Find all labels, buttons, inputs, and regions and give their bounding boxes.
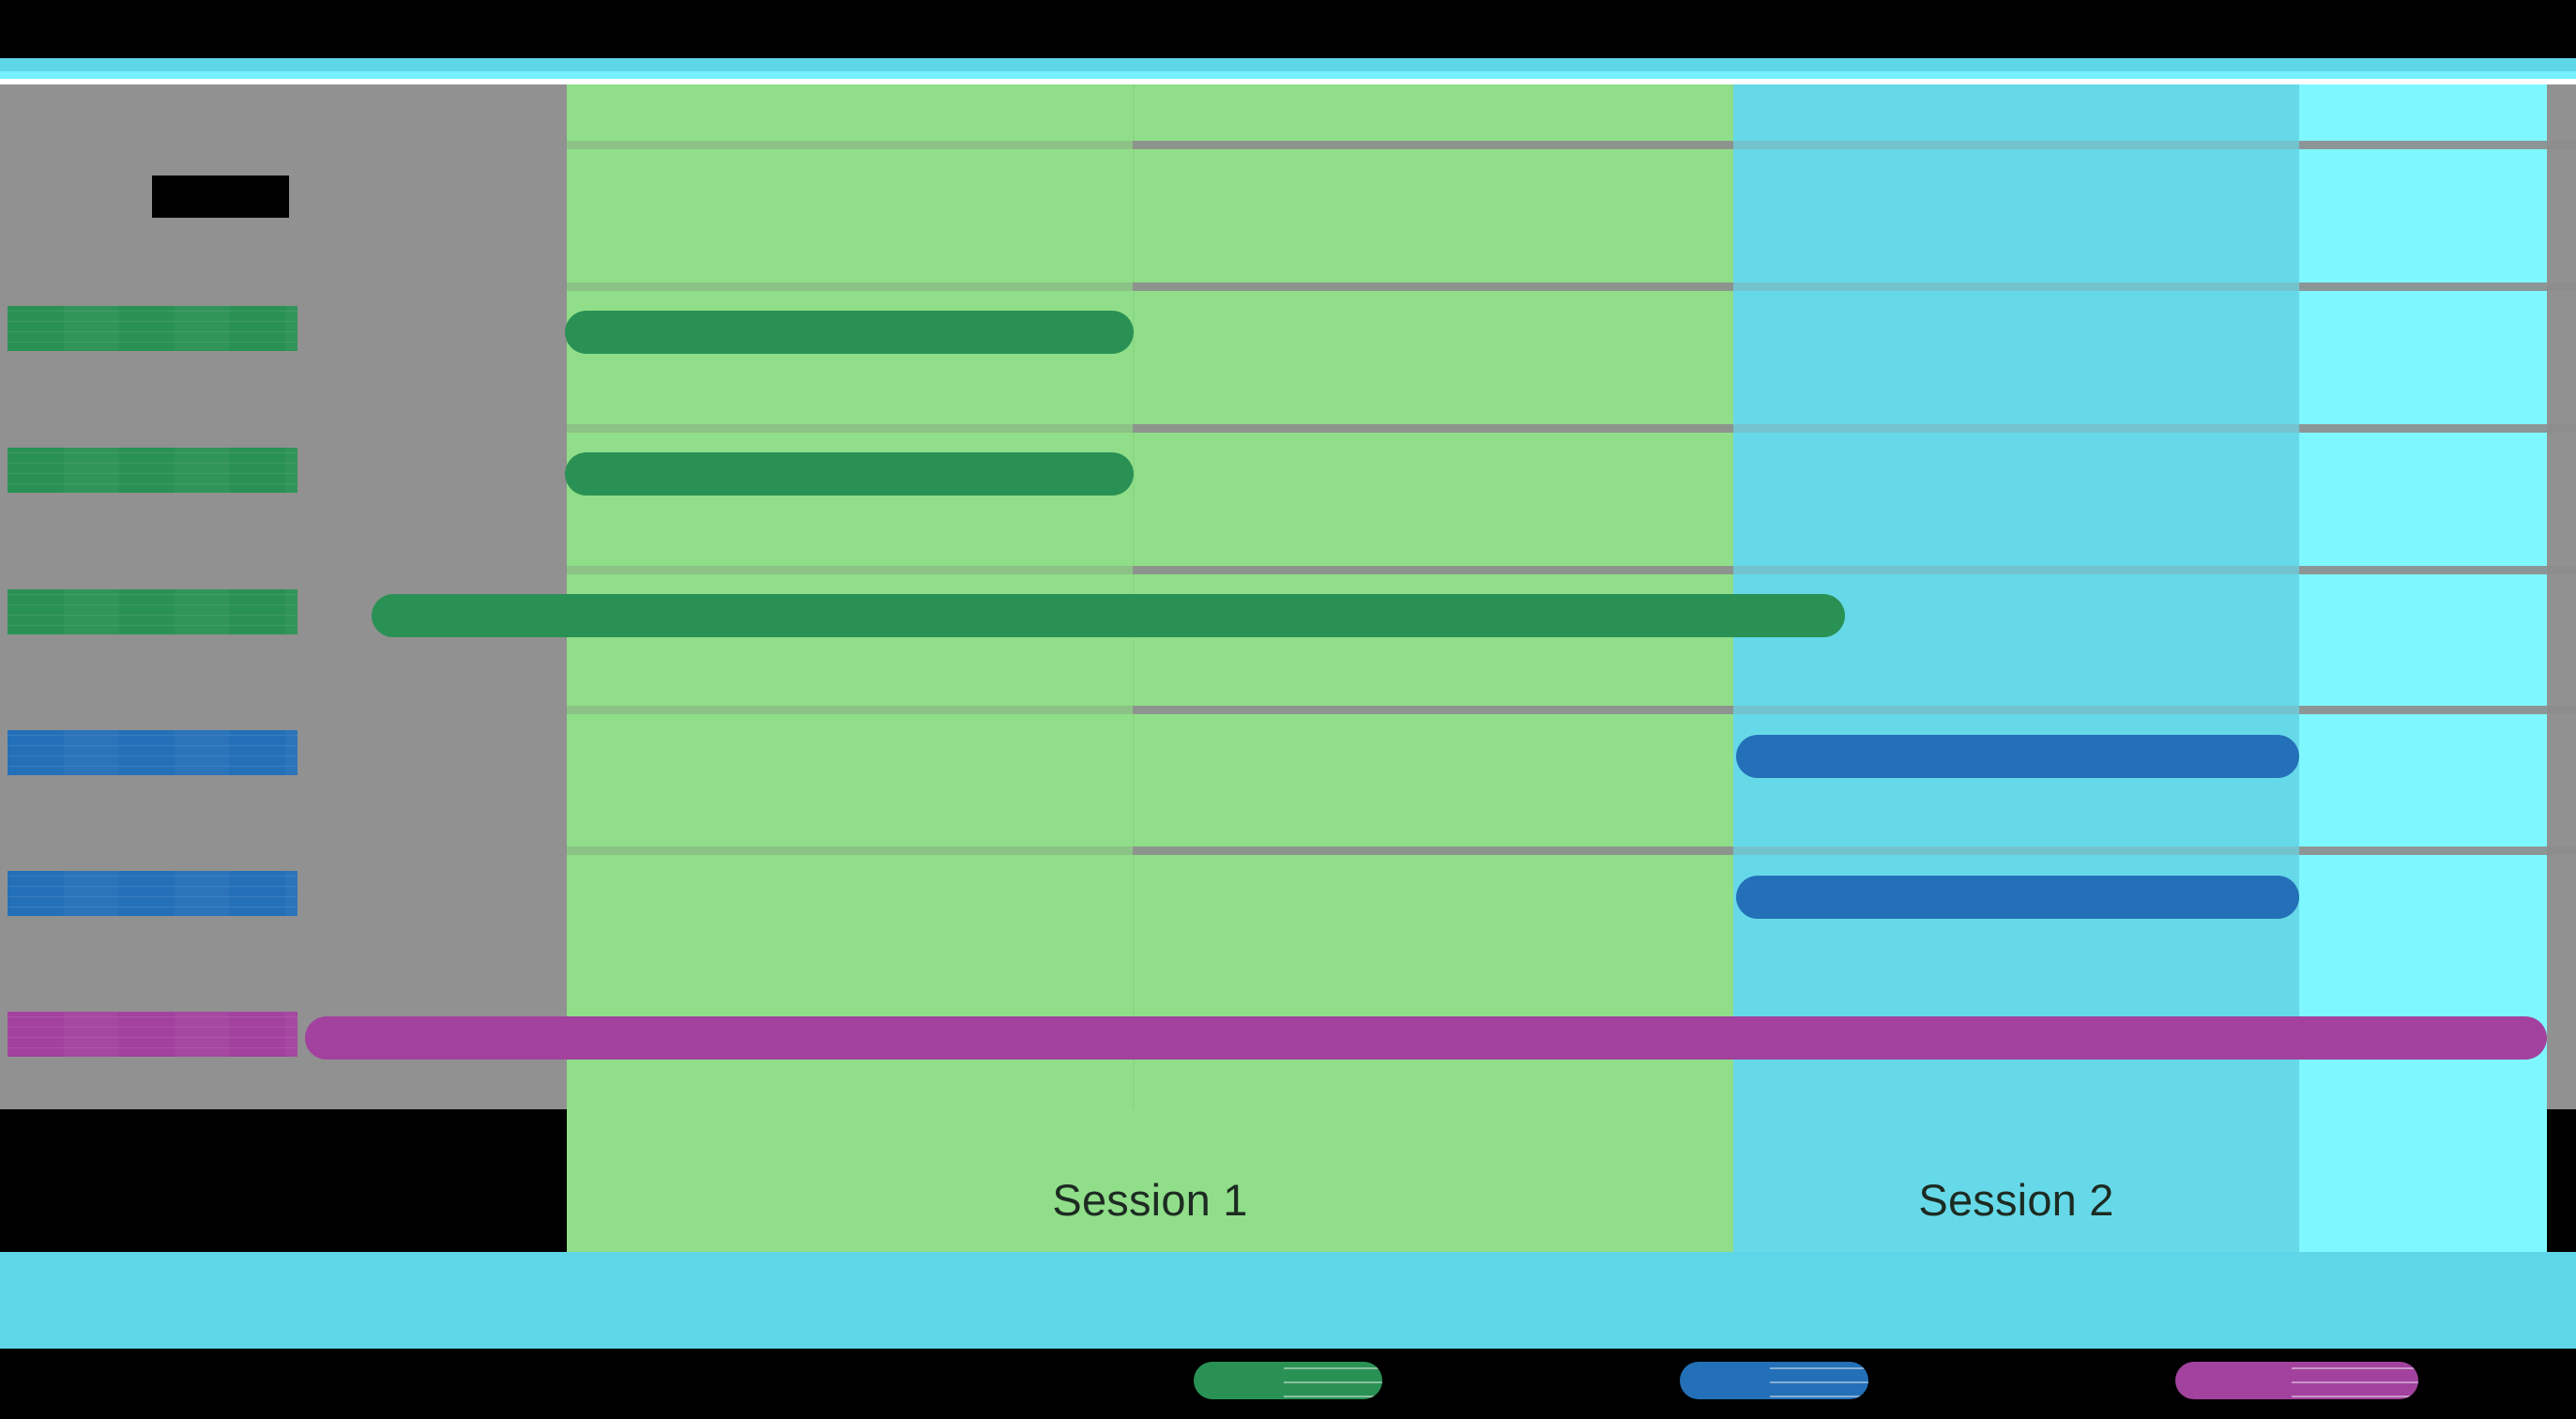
gridline-row-2-d [2299,424,2576,433]
gridline-row-2-a [567,424,1133,433]
gridline-row-5-a [567,847,1133,855]
gridline-row-3-c [1733,566,2299,574]
gridline-row-3-d [2299,566,2576,574]
legend-swatch-series-2[interactable] [1680,1362,1868,1399]
top-rule-cyan [0,58,2576,71]
session-band-1: Session 1 [567,84,1733,1252]
gridline-row-4-d [2299,706,2576,714]
session-band-2: Session 2 [1733,84,2299,1252]
y-axis-label-row-4-redacted [8,871,297,916]
gridline-row-0-b [1133,141,1733,149]
gridline-row-0-c [1733,141,2299,149]
session-band-2-label: Session 2 [1918,1175,2114,1225]
gridline-row-4-b [1133,706,1733,714]
session-band-1-label: Session 1 [1052,1175,1248,1225]
bar-row-1[interactable] [565,452,1134,496]
gridline-row-1-d [2299,282,2576,291]
y-axis-label-row-5-redacted [8,1012,297,1057]
gridline-row-1-c [1733,282,2299,291]
top-letterbox-bar [0,0,2576,58]
chart-canvas: Session 1 Session 2 [0,58,2576,1349]
right-gutter [2547,84,2576,1109]
gridline-row-5-b [1133,847,1733,855]
bar-row-3[interactable] [1736,735,2299,778]
legend-swatch-series-3[interactable] [2175,1362,2418,1399]
bar-row-0[interactable] [565,311,1134,354]
gridline-row-5-d [2299,847,2576,855]
top-rule-white [0,79,2576,84]
legend-swatch-series-1[interactable] [1194,1362,1382,1399]
gridline-row-5-c [1733,847,2299,855]
bar-row-2[interactable] [372,594,1845,637]
y-axis-label-row-3-redacted [8,730,297,775]
session-band-3 [2299,84,2547,1252]
y-axis-label-row-0-redacted [8,306,297,351]
gridline-row-1-a [567,282,1133,291]
gridline-row-4-a [567,706,1133,714]
bar-row-5[interactable] [305,1016,2547,1060]
gridline-row-0-a [567,141,1133,149]
y-axis-label-row-1-redacted [8,448,297,493]
chart-title-redacted [152,175,289,218]
footer-cyan-band [0,1252,2576,1349]
gridline-row-2-c [1733,424,2299,433]
y-axis-label-row-2-redacted [8,589,297,634]
gridline-row-3-a [567,566,1133,574]
gridline-row-4-c [1733,706,2299,714]
gridline-row-1-b [1133,282,1733,291]
gridline-row-3-b [1133,566,1733,574]
gridline-row-2-b [1133,424,1733,433]
gridline-row-0-d [2299,141,2576,149]
chart-legend [0,1349,2576,1419]
bar-row-4[interactable] [1736,876,2299,919]
top-rule-light-cyan [0,71,2576,79]
